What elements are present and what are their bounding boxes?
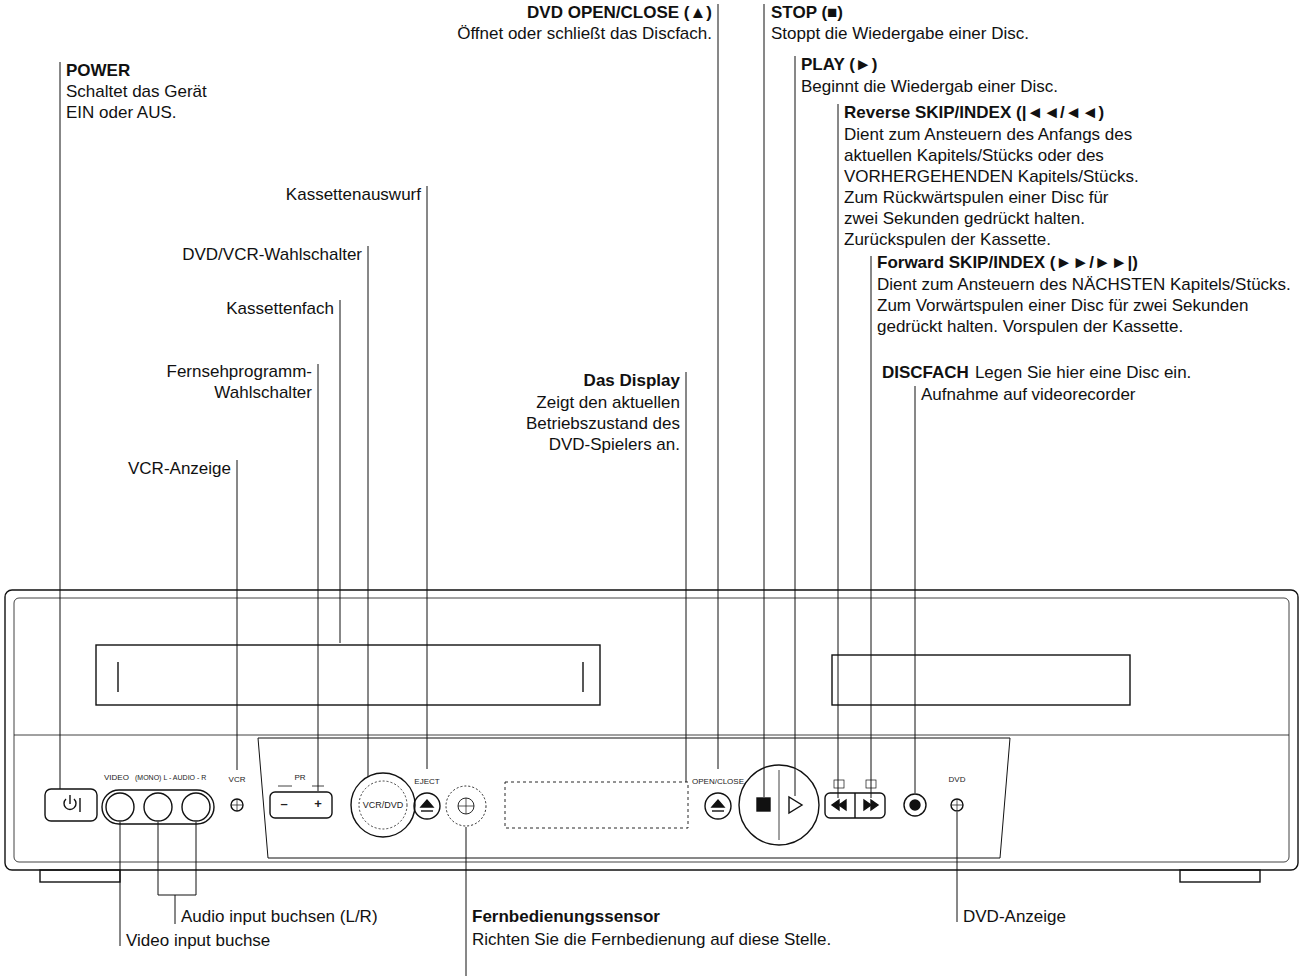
callout-text: Stoppt die Wiedergabe einer Disc. [771, 23, 1029, 44]
callout-text: Öffnet oder schließt das Discfach. [457, 23, 712, 44]
callout-text: DVD-Anzeige [963, 906, 1066, 927]
callout-text: Kassettenfach [226, 298, 334, 319]
open-close-button [705, 793, 731, 819]
callout-text: VCR-Anzeige [128, 458, 231, 479]
callout-text: Fernsehprogramm- Wahlschalter [152, 361, 312, 403]
dvd-led [951, 799, 963, 811]
panel-marking: + [314, 797, 322, 811]
leader-lines [60, 4, 957, 976]
callout-text: Aufnahme auf videorecorder [921, 384, 1136, 405]
audio-jack [182, 793, 210, 821]
vcr-dvd-selector [351, 773, 415, 837]
foot [1180, 870, 1260, 882]
eject-button [414, 793, 440, 819]
play-symbol [789, 797, 802, 813]
slot-mark [582, 662, 583, 692]
callout-text: DVD/VCR-Wahlschalter [182, 244, 362, 265]
callout-text: Dient zum Ansteuern des Anfangs des aktu… [844, 124, 1144, 250]
callout-text: Beginnt die Wiedergab einer Disc. [801, 76, 1058, 97]
panel-marking: VIDEO [104, 773, 129, 783]
callout-text: Richten Sie die Fernbedienung auf diese … [472, 929, 847, 950]
power-icon [69, 795, 70, 804]
panel-marking: (MONO) L - AUDIO - R [135, 773, 206, 783]
callout-text: Dient zum Ansteuern des NÄCHSTEN Kapitel… [877, 274, 1298, 337]
display [505, 782, 688, 828]
play-stop-dial [739, 765, 819, 845]
skip-buttons [825, 793, 885, 818]
audio-jack [144, 793, 172, 821]
callout-text: Kassettenauswurf [286, 184, 421, 205]
panel-marking: VCR/DVD [363, 800, 404, 810]
housing-inner [14, 598, 1289, 862]
stop-symbol [757, 798, 770, 811]
callout-heading: Forward SKIP/INDEX (►►/►►|) [877, 252, 1138, 273]
label-row: DISCFACH Legen Sie hier eine Disc ein. [882, 362, 1191, 383]
record-button [904, 794, 926, 816]
jack-panel [102, 790, 214, 824]
panel-marking: VCR [229, 775, 246, 785]
callout-text: Audio input buchsen (L/R) [181, 906, 378, 927]
power-button [45, 789, 97, 821]
callout-heading: Das Display [584, 370, 680, 391]
control-bezel [258, 738, 1010, 858]
foot [40, 870, 120, 882]
panel-marking: DVD [949, 775, 966, 785]
panel-marking: EJECT [414, 777, 439, 787]
vcr-led [231, 799, 243, 811]
callout-text: Video input buchse [126, 930, 270, 951]
disc-tray [832, 655, 1130, 705]
panel-marking: PR [294, 773, 305, 783]
callout-heading: Reverse SKIP/INDEX (|◄◄/◄◄) [844, 102, 1104, 123]
pr-button [270, 792, 332, 818]
panel-marking: – [280, 797, 287, 811]
housing [5, 590, 1298, 870]
video-jack [106, 793, 134, 821]
cassette-slot [96, 645, 600, 705]
callout-heading: POWER [66, 60, 130, 81]
slot-mark [117, 662, 118, 692]
callout-text: Zeigt den aktuellen Betriebszustand des … [508, 392, 680, 455]
power-icon [79, 798, 80, 812]
callout-text: Legen Sie hier eine Disc ein. [975, 362, 1191, 383]
callout-heading: PLAY (►) [801, 54, 877, 75]
callout-heading: STOP (■) [771, 2, 843, 23]
callout-heading: Fernbedienungssensor [472, 906, 660, 927]
panel-marking: OPEN/CLOSE [692, 777, 744, 787]
callout-heading: DVD OPEN/CLOSE (▲) [527, 2, 712, 23]
housing-divider [14, 735, 1289, 736]
callout-heading: DISCFACH [882, 362, 969, 383]
remote-sensor [446, 786, 486, 826]
callout-text: Schaltet das Gerät EIN oder AUS. [66, 81, 226, 123]
